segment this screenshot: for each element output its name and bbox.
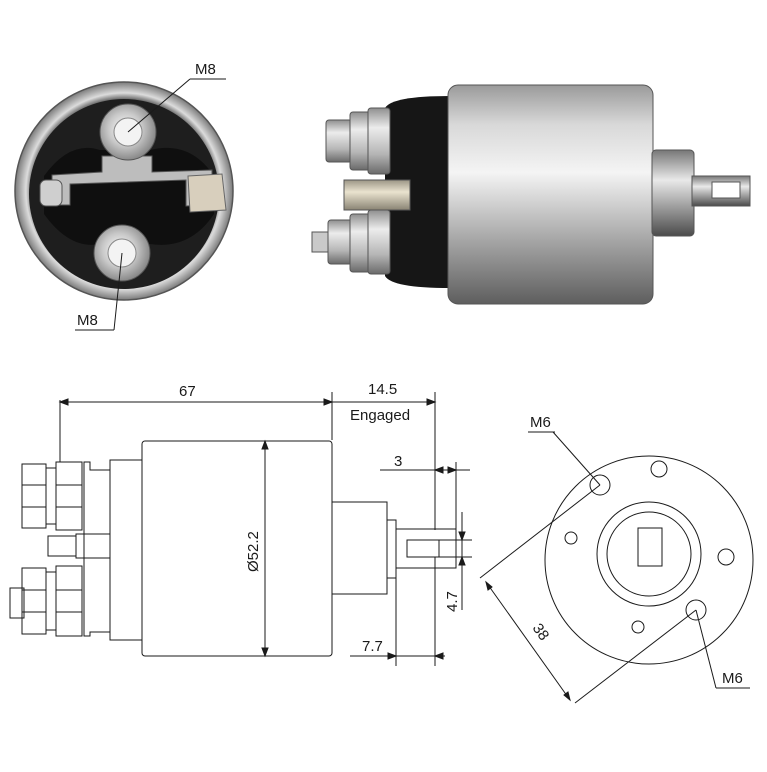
dim-plunger-travel: 14.5 (368, 381, 397, 398)
callout-m6-lower-label: M6 (722, 670, 743, 687)
dimension-lines (58, 392, 472, 666)
photo-side-view (311, 84, 751, 305)
callout-m8-lower-label: M8 (77, 312, 98, 329)
photo-front-view (14, 81, 234, 301)
dim-slot-width: 4.7 (444, 591, 461, 612)
callout-m8-lower: M8 (75, 252, 123, 331)
dim-tab-length: 7.7 (362, 638, 383, 655)
dim-bolt-circle: 38 (529, 620, 553, 643)
technical-side-drawing (9, 440, 457, 657)
end-view-dimensions (479, 431, 750, 704)
dim-plunger-state: Engaged (350, 407, 410, 424)
callout-m8-upper-label: M8 (195, 61, 216, 78)
dim-body-diameter: Ø52.2 (245, 531, 262, 572)
dim-slot-offset: 3 (394, 453, 402, 470)
callout-m8-upper: M8 (127, 61, 226, 133)
callout-m6-upper-label: M6 (530, 414, 551, 431)
technical-end-view (544, 455, 754, 665)
dim-body-length: 67 (179, 383, 196, 400)
